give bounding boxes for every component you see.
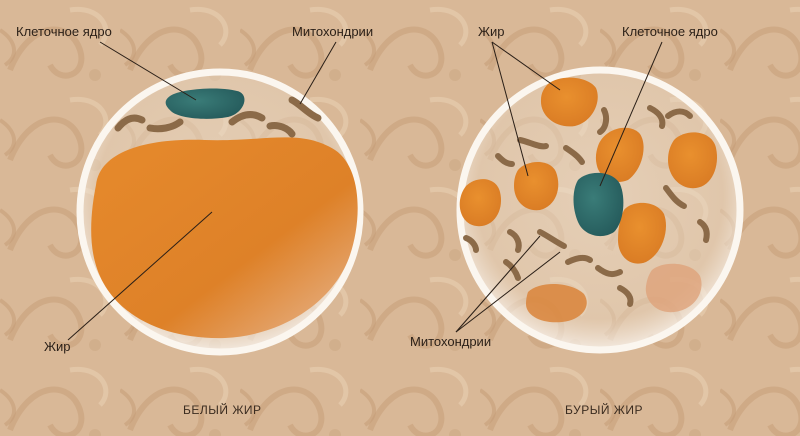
leader-brown-mito-b [455,251,561,333]
leader-brown-fat-b [491,41,529,177]
label-white-nucleus: Клеточное ядро [16,24,112,39]
white-fat-nucleus [165,88,245,119]
leader-white-nucleus [99,41,197,101]
brown-fat-cell [456,66,744,354]
leader-brown-mito-a [455,235,541,333]
leader-white-fat [67,211,213,341]
white-fat-droplet [91,137,358,339]
leader-brown-nucleus [599,41,663,187]
label-brown-nucleus: Клеточное ядро [622,24,718,39]
label-brown-mitochondria: Митохондрии [410,334,492,349]
brown-fat-nucleus [573,172,624,237]
brown-fat-droplets [459,77,718,323]
leader-white-mito [299,41,337,105]
label-white-mitochondria: Митохондрии [292,24,374,39]
white-fat-mitochondria [114,96,322,138]
label-brown-fat: Жир [478,24,505,39]
leader-lines [67,41,663,341]
caption-white-fat: БЕЛЫЙ ЖИР [183,403,262,417]
white-fat-cell [76,68,364,356]
brown-fat-mitochondria [463,105,710,307]
leader-brown-fat-a [491,41,561,91]
caption-brown-fat: БУРЫЙ ЖИР [565,403,644,417]
label-white-fat: Жир [44,339,71,354]
